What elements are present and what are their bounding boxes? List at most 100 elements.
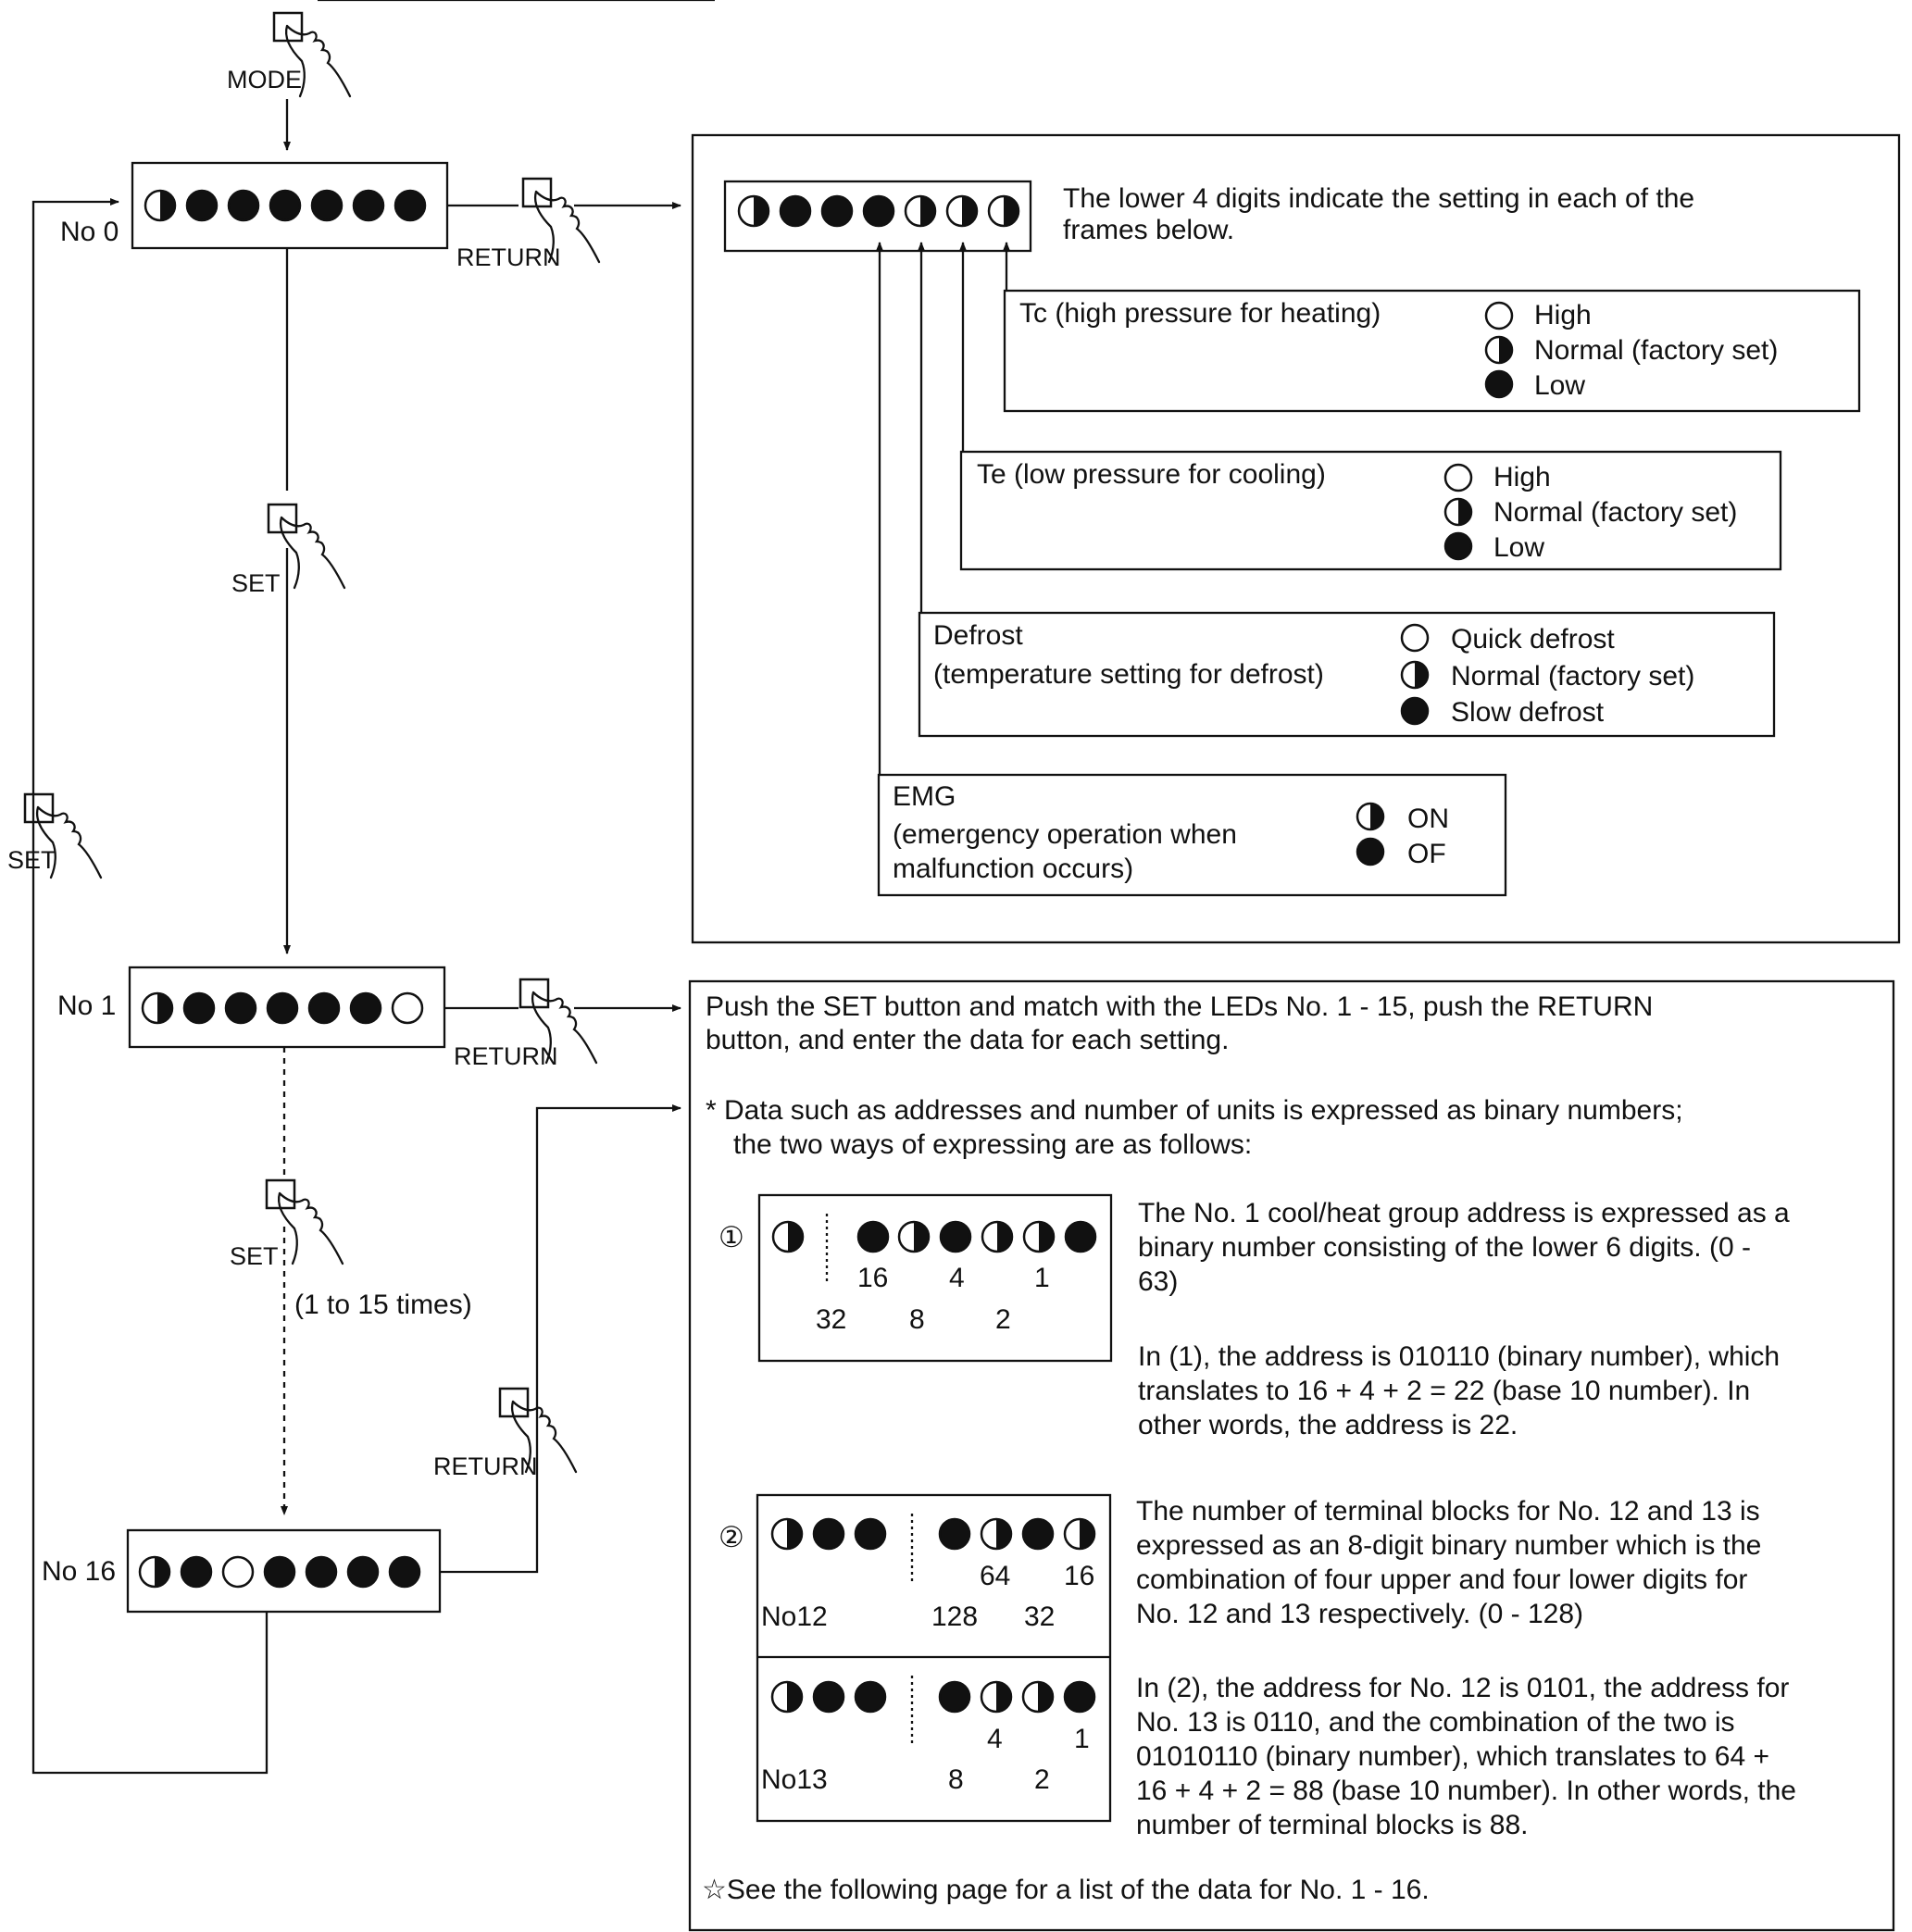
- set-button-label: SET: [230, 1242, 279, 1270]
- example1-marker: ①: [719, 1221, 744, 1253]
- led-full: [180, 1555, 213, 1589]
- return-button-label: RETURN: [454, 1042, 558, 1070]
- example1-explanation: In (1), the address is 010110 (binary nu…: [1138, 1341, 1781, 1372]
- example2-explanation: No. 13 is 0110, and the combination of t…: [1136, 1707, 1735, 1738]
- led-half: [770, 1680, 804, 1714]
- led-full: [1356, 837, 1385, 866]
- led-full: [939, 1220, 972, 1253]
- set-button-label: SET: [231, 569, 281, 597]
- led-full: [263, 1555, 296, 1589]
- example1-text: 63): [1138, 1266, 1179, 1297]
- led-full: [305, 1555, 338, 1589]
- emg-subtitle: malfunction occurs): [893, 854, 1134, 884]
- weight-label: 1: [1074, 1724, 1090, 1754]
- example2-text: The number of terminal blocks for No. 12…: [1136, 1496, 1760, 1527]
- led-full: [1021, 1517, 1055, 1551]
- led-half: [904, 194, 937, 228]
- led-half: [980, 1680, 1013, 1714]
- led-full: [1484, 369, 1514, 399]
- example1-box: [757, 1193, 1113, 1363]
- led-full: [346, 1555, 380, 1589]
- led-indicators: [138, 189, 1514, 1714]
- led-half: [771, 1220, 805, 1253]
- emg-frame: [877, 773, 1507, 897]
- weight-label: 1: [1034, 1263, 1050, 1293]
- weight-label: 32: [816, 1304, 847, 1335]
- defrost-title: Defrost: [933, 620, 1023, 651]
- weight-label: 4: [987, 1724, 1003, 1754]
- defrost-option-normal: Normal (factory set): [1451, 661, 1695, 692]
- weight-label: 64: [980, 1561, 1011, 1591]
- led-full: [812, 1680, 845, 1714]
- state-label-no1: No 1: [57, 991, 117, 1021]
- example1-explanation: other words, the address is 22.: [1138, 1410, 1518, 1440]
- led-full: [1400, 696, 1430, 726]
- emg-option-on: ON: [1407, 804, 1449, 834]
- led-half: [1443, 497, 1473, 527]
- panel1-intro: The lower 4 digits indicate the setting …: [1063, 183, 1695, 214]
- weight-label: 2: [1034, 1764, 1050, 1795]
- binary-note: the two ways of expressing are as follow…: [733, 1129, 1253, 1160]
- weight-label: 16: [857, 1263, 889, 1293]
- led-half: [945, 194, 979, 228]
- led-half: [1063, 1517, 1096, 1551]
- weight-label: 4: [949, 1263, 965, 1293]
- emg-option-off: OF: [1407, 839, 1446, 869]
- weight-label: 32: [1024, 1602, 1056, 1632]
- te-option-low: Low: [1493, 532, 1545, 563]
- defrost-option-quick: Quick defrost: [1451, 624, 1615, 654]
- binary-note: * Data such as addresses and number of u…: [706, 1095, 1683, 1126]
- example2-explanation: 01010110 (binary number), which translat…: [1136, 1741, 1770, 1772]
- led-full: [224, 991, 257, 1025]
- led-full: [388, 1555, 421, 1589]
- led-full: [862, 194, 895, 228]
- example1-text: binary number consisting of the lower 6 …: [1138, 1232, 1751, 1263]
- panel2-intro: Push the SET button and match with the L…: [706, 991, 1654, 1022]
- te-title: Te (low pressure for cooling): [977, 459, 1326, 490]
- weight-label: 128: [931, 1602, 979, 1632]
- state-label-no16: No 16: [42, 1556, 117, 1587]
- led-full: [182, 991, 216, 1025]
- return-button-label: RETURN: [456, 243, 561, 271]
- led-empty: [391, 991, 424, 1025]
- example2-text: No. 12 and 13 respectively. (0 - 128): [1136, 1599, 1584, 1629]
- tc-frame: [1003, 289, 1861, 413]
- led-half: [141, 991, 174, 1025]
- tc-option-high: High: [1534, 300, 1592, 330]
- led-half: [770, 1517, 804, 1551]
- led-full: [820, 194, 854, 228]
- example2-explanation: number of terminal blocks is 88.: [1136, 1810, 1529, 1840]
- led-half: [981, 1220, 1014, 1253]
- led-half: [980, 1517, 1013, 1551]
- led-half: [1022, 1220, 1056, 1253]
- return-button-label: RETURN: [433, 1452, 538, 1480]
- weight-label: 16: [1064, 1561, 1095, 1591]
- led-half: [987, 194, 1020, 228]
- led-full: [938, 1680, 971, 1714]
- led-full: [854, 1517, 887, 1551]
- led-full: [779, 194, 812, 228]
- tc-option-low: Low: [1534, 370, 1586, 401]
- te-option-high: High: [1493, 462, 1551, 492]
- mode-button-label: MODE: [227, 66, 302, 93]
- weight-label: 8: [909, 1304, 925, 1335]
- led-half: [1356, 802, 1385, 831]
- led-half: [1021, 1680, 1055, 1714]
- weight-label: 2: [995, 1304, 1011, 1335]
- no13-label: No13: [761, 1764, 828, 1795]
- state-label-no0: No 0: [60, 217, 119, 247]
- led-full: [812, 1517, 845, 1551]
- led-full: [352, 189, 385, 222]
- led-half: [897, 1220, 931, 1253]
- led-full: [269, 189, 302, 222]
- led-full: [856, 1220, 890, 1253]
- defrost-option-slow: Slow defrost: [1451, 697, 1605, 728]
- led-half: [1400, 660, 1430, 690]
- tc-option-normal: Normal (factory set): [1534, 335, 1779, 366]
- tc-title: Tc (high pressure for heating): [1019, 298, 1381, 329]
- led-half: [138, 1555, 171, 1589]
- led-full: [349, 991, 382, 1025]
- led-empty: [1400, 623, 1430, 653]
- led-full: [854, 1680, 887, 1714]
- emg-title: EMG: [893, 781, 956, 812]
